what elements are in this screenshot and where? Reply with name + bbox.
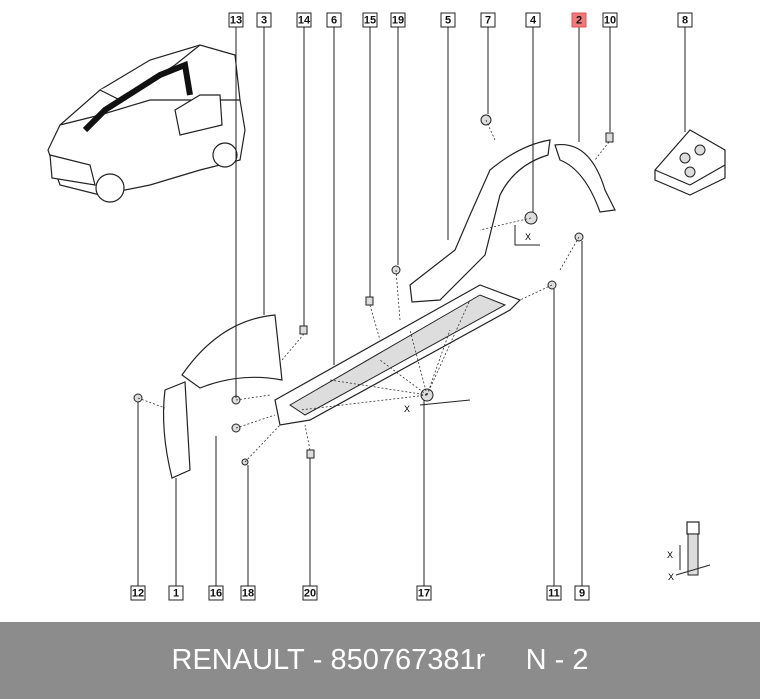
callout-box [296,12,312,28]
callout-4[interactable]: 4 [525,12,541,28]
callout-7[interactable]: 7 [480,12,496,28]
callout-number: 5 [445,15,451,27]
part-6-sill-inner [289,294,507,416]
callout-9[interactable]: 9 [574,585,590,601]
part-2-rear-arch [554,143,616,213]
callout-number: 7 [485,15,491,27]
brand: RENAULT [171,644,305,676]
callout-14[interactable]: 14 [296,12,312,28]
callout-number: 15 [364,15,376,27]
spacer [485,644,525,677]
callout-number: 4 [530,15,537,27]
svg-text:X: X [668,572,674,582]
dimension-marks: X X X X [404,232,674,582]
callout-box [440,12,456,28]
part-number: 850767381r [330,644,486,676]
callout-number: 2 [576,15,582,27]
callout-16[interactable]: 16 [208,585,224,601]
part-1-front-arch-lower [162,381,191,479]
callout-19[interactable]: 19 [390,12,406,28]
callout-1[interactable]: 1 [168,585,184,601]
callout-box [416,585,432,601]
callout-number: 1 [173,588,179,600]
callout-box [208,585,224,601]
callout-box [677,12,693,28]
assembly-lines [137,119,610,463]
callout-number: 16 [210,588,222,600]
diagram-position: N - 2 [525,644,589,676]
callout-number: 8 [682,15,688,27]
callout-box [130,585,146,601]
callout-5[interactable]: 5 [440,12,456,28]
callout-labels: 13 3 14 6 15 19 5 7 4 2 10 8 12 1 16 18 20 17 11 9 [130,12,693,601]
svg-text:X: X [525,232,531,242]
callout-box [390,12,406,28]
callout-number: 9 [579,588,585,600]
callout-number: 10 [604,15,616,27]
callout-number: 11 [548,588,560,600]
screw-detail [675,521,711,576]
svg-text:X: X [404,404,410,414]
callout-15[interactable]: 15 [362,12,378,28]
callout-number: 12 [132,588,144,600]
callout-2[interactable]: 2 [571,12,587,28]
callout-box [480,12,496,28]
callout-box [326,12,342,28]
callout-8[interactable]: 8 [677,12,693,28]
callout-3[interactable]: 3 [256,12,272,28]
callout-number: 18 [242,588,254,600]
callout-6[interactable]: 6 [326,12,342,28]
callout-13[interactable]: 13 [228,12,244,28]
callout-17[interactable]: 17 [416,585,432,601]
callout-number: 3 [261,15,267,27]
callout-number: 6 [331,15,337,27]
callout-11[interactable]: 11 [546,585,562,601]
callout-box [546,585,562,601]
callout-number: 20 [304,588,316,600]
parts [133,114,726,576]
part-3-front-arch-upper [181,314,283,389]
callout-box [602,12,618,28]
callout-10[interactable]: 10 [602,12,618,28]
parts-diagram: X X X X 13 3 14 6 15 19 5 7 4 2 10 8 12 1 16 18 20 17 11 9 [47,12,726,601]
callout-18[interactable]: 18 [240,585,256,601]
callout-box [240,585,256,601]
callout-box [256,12,272,28]
part-5-rear-arch-sill [409,139,551,303]
car-illustration [47,44,246,203]
fastener-clips [133,114,614,466]
callout-box [168,585,184,601]
callout-20[interactable]: 20 [302,585,318,601]
callout-number: 19 [392,15,404,27]
callout-number: 17 [418,588,430,600]
part-8-clip-box [654,129,726,196]
callout-box [362,12,378,28]
callout-box [228,12,244,28]
callout-number: 13 [230,15,242,27]
separator: - [304,644,331,676]
svg-text:X: X [667,550,673,560]
callout-box [525,12,541,28]
callout-box [571,12,587,28]
callout-box [302,585,318,601]
callout-box [574,585,590,601]
callout-number: 14 [298,15,311,27]
leader-lines [137,27,686,586]
footer-bar: RENAULT - 850767381r N - 2 [0,622,760,699]
callout-12[interactable]: 12 [130,585,146,601]
